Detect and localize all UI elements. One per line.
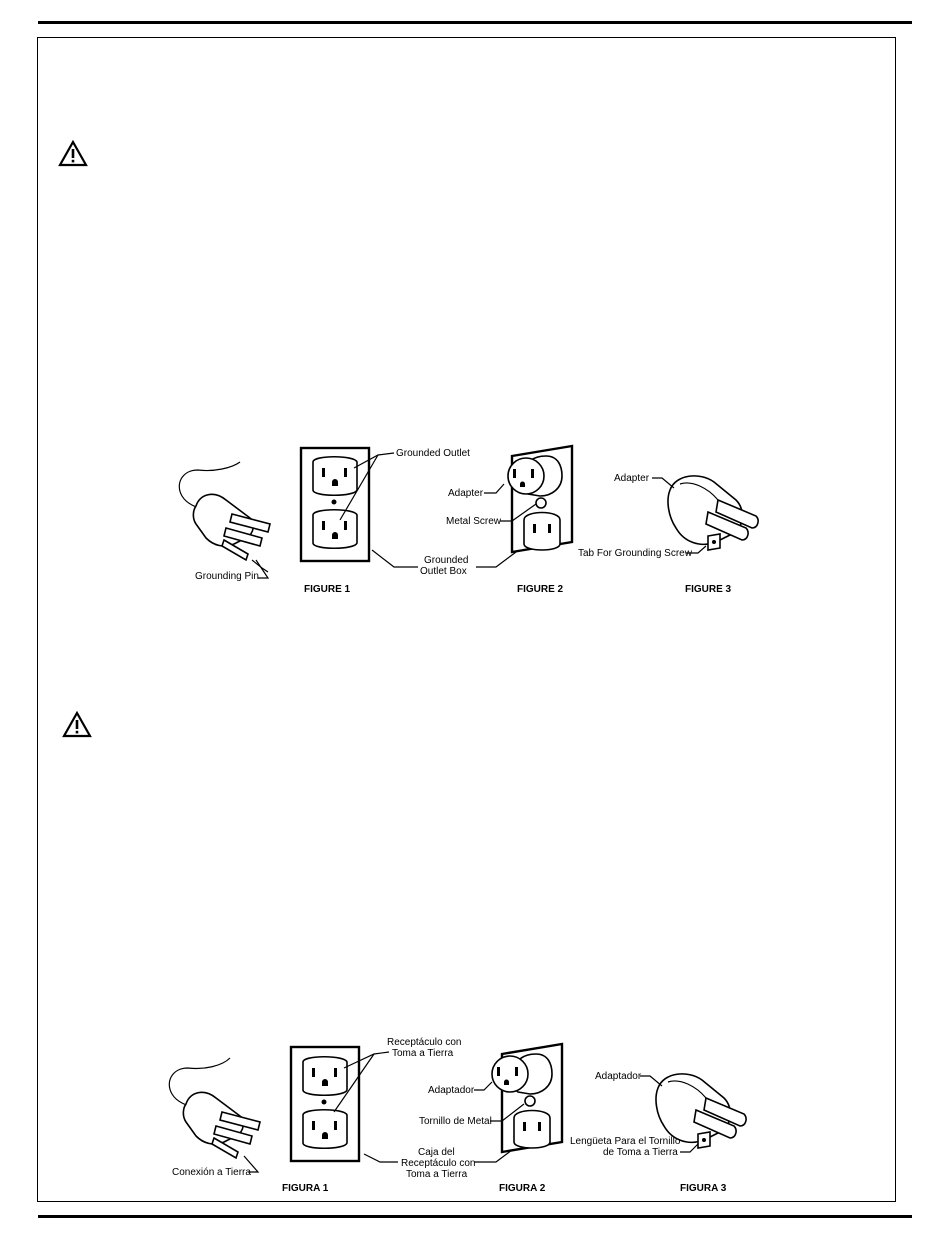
- caption-figure-2: FIGURE 2: [517, 584, 564, 595]
- figures-spanish: Conexión a Tierra Receptáculo con Toma a…: [168, 1037, 747, 1194]
- label-grounded-outlet: Grounded Outlet: [396, 448, 470, 459]
- label-grounded-outlet-box-line2: Outlet Box: [420, 566, 467, 577]
- caption-figure-1: FIGURE 1: [304, 584, 351, 595]
- label-tornillo-de-metal: Tornillo de Metal: [419, 1116, 492, 1127]
- bottom-rule: [38, 1215, 912, 1218]
- label-lengueta-line2: de Toma a Tierra: [603, 1147, 678, 1158]
- adapter-illustration: [655, 1073, 747, 1149]
- label-adapter: Adapter: [448, 488, 484, 499]
- grounded-plug-illustration: [178, 461, 271, 573]
- warning-triangle-icon: [62, 711, 92, 738]
- grounded-plug-illustration: [168, 1057, 261, 1160]
- grounded-outlet-illustration: [289, 1045, 361, 1163]
- adapter-on-outlet-illustration: [491, 1042, 564, 1154]
- label-caja-line2: Receptáculo con: [401, 1158, 476, 1169]
- adapter-illustration: [667, 475, 759, 551]
- label-adapter-fig3: Adapter: [614, 473, 650, 484]
- caption-figura-2: FIGURA 2: [499, 1183, 546, 1194]
- label-caja-line3: Toma a Tierra: [406, 1169, 468, 1180]
- figures-english: Grounding Pin Grounded Outlet Grounded O…: [178, 444, 759, 595]
- caption-figure-3: FIGURE 3: [685, 584, 732, 595]
- adapter-on-outlet-illustration: [507, 444, 574, 554]
- label-lengueta-line1: Lengüeta Para el Tornillo: [570, 1136, 681, 1147]
- top-rule: [38, 21, 912, 24]
- warning-triangle-icon: [58, 140, 88, 167]
- label-tab-for-grounding-screw: Tab For Grounding Screw: [578, 548, 693, 559]
- grounded-outlet-illustration: [299, 446, 371, 563]
- label-metal-screw: Metal Screw: [446, 516, 502, 527]
- label-receptaculo-line2: Toma a Tierra: [392, 1048, 454, 1059]
- label-adaptador-fig3: Adaptador: [595, 1071, 642, 1082]
- label-grounded-outlet-box-line1: Grounded: [424, 555, 468, 566]
- caption-figura-3: FIGURA 3: [680, 1183, 727, 1194]
- label-adaptador: Adaptador: [428, 1085, 475, 1096]
- label-caja-line1: Caja del: [418, 1147, 455, 1158]
- label-conexion-a-tierra: Conexión a Tierra: [172, 1167, 251, 1178]
- label-receptaculo-line1: Receptáculo con: [387, 1037, 462, 1048]
- caption-figura-1: FIGURA 1: [282, 1183, 329, 1194]
- page-frame: [37, 37, 896, 1202]
- label-grounding-pin: Grounding Pin: [195, 571, 259, 582]
